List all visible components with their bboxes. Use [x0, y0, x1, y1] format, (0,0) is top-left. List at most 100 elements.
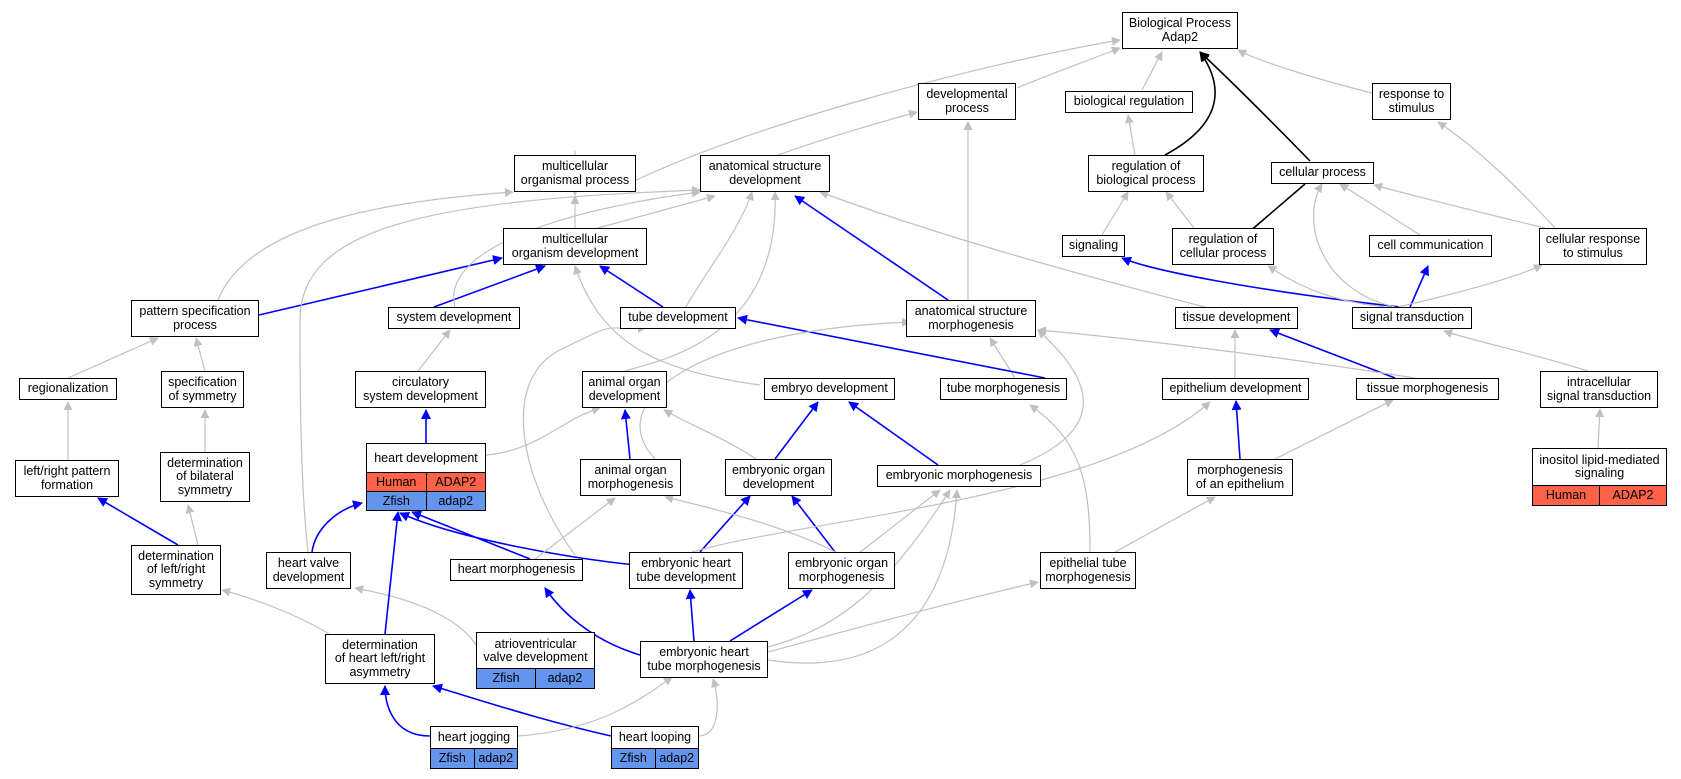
- edge-10: [1101, 191, 1129, 236]
- node-biological-regulation[interactable]: biological regulation: [1065, 91, 1193, 113]
- node-embryo-development[interactable]: embryo development: [764, 378, 895, 400]
- gene-cell[interactable]: adap2: [425, 492, 485, 510]
- node-tube-development[interactable]: tube development: [620, 307, 736, 329]
- node-label-line: cellular process: [1279, 165, 1366, 180]
- edge-65: [522, 323, 647, 556]
- node-signaling[interactable]: signaling: [1062, 235, 1125, 257]
- gene-cell[interactable]: ADAP2: [1599, 486, 1666, 505]
- gene-cell[interactable]: adap2: [654, 749, 698, 768]
- node-cell-communication[interactable]: cell communication: [1369, 235, 1492, 257]
- node-label-line: developmental: [926, 87, 1008, 101]
- node-label-line: morphogenesis: [587, 476, 674, 491]
- species-cell[interactable]: Human: [367, 473, 426, 491]
- node-label-line: of left/right: [146, 562, 206, 577]
- edge-27: [1121, 256, 1401, 308]
- gene-cell[interactable]: adap2: [473, 749, 517, 768]
- edge-53: [1231, 400, 1242, 460]
- node-label-line: regionalization: [27, 381, 109, 396]
- node-label-line: morphogenesis: [1045, 569, 1131, 584]
- edge-68: [1114, 496, 1216, 553]
- node-heart-morphogenesis[interactable]: heart morphogenesis: [450, 559, 583, 581]
- node-embryonic-morphogenesis[interactable]: embryonic morphogenesis: [877, 465, 1041, 487]
- node-label-line: development: [742, 476, 815, 491]
- node-label-line: heart development: [374, 450, 478, 465]
- node-tissue-morphogenesis[interactable]: tissue morphogenesis: [1356, 378, 1499, 400]
- node-label-line: embryonic organ: [731, 463, 826, 477]
- node-signal-transduction[interactable]: signal transduction: [1352, 307, 1472, 329]
- edge-66: [849, 489, 941, 561]
- node-label-line: cellular response: [1545, 232, 1641, 246]
- node-label-line: biological process: [1096, 172, 1196, 187]
- edge-2: [1141, 51, 1163, 91]
- node-label-line: animal organ: [588, 375, 661, 389]
- node-label-line: symmetry: [148, 575, 204, 590]
- edge-79: [380, 685, 431, 737]
- node-cellular-process[interactable]: cellular process: [1271, 162, 1374, 184]
- edge-28: [1267, 265, 1386, 308]
- edge-32: [67, 337, 159, 379]
- node-label-line: signal transduction: [1546, 388, 1652, 403]
- node-tube-morphogenesis[interactable]: tube morphogenesis: [940, 378, 1067, 400]
- node-label-line: signaling: [1068, 238, 1119, 253]
- edge-42: [1595, 408, 1605, 449]
- gene-cell[interactable]: adap2: [535, 669, 594, 688]
- species-cell[interactable]: Zfish: [431, 749, 474, 768]
- species-cell[interactable]: Zfish: [367, 492, 426, 510]
- node-system-development[interactable]: system development: [388, 307, 520, 329]
- node-label-line: of bilateral: [176, 469, 234, 484]
- node-label-line: Adap2: [1161, 29, 1199, 44]
- node-tissue-development[interactable]: tissue development: [1175, 307, 1298, 329]
- edge-13: [1373, 182, 1546, 229]
- edge-47: [620, 409, 631, 460]
- node-label-line: intracellular: [1567, 375, 1631, 389]
- node-epithelium-development[interactable]: epithelium development: [1162, 378, 1309, 400]
- node-label-line: of symmetry: [168, 388, 237, 403]
- node-label-line: embryo development: [771, 381, 888, 396]
- gene-cell[interactable]: ADAP2: [425, 473, 485, 491]
- edge-64: [534, 497, 616, 560]
- species-cell[interactable]: Zfish: [612, 749, 655, 768]
- node-label-line: multicellular: [542, 232, 608, 246]
- node-regionalization[interactable]: regionalization: [19, 378, 117, 400]
- species-cell[interactable]: Human: [1533, 486, 1599, 505]
- edge-48: [774, 401, 819, 460]
- species-cell[interactable]: Zfish: [477, 669, 535, 688]
- edge-19: [433, 264, 546, 308]
- edge-61: [699, 495, 751, 553]
